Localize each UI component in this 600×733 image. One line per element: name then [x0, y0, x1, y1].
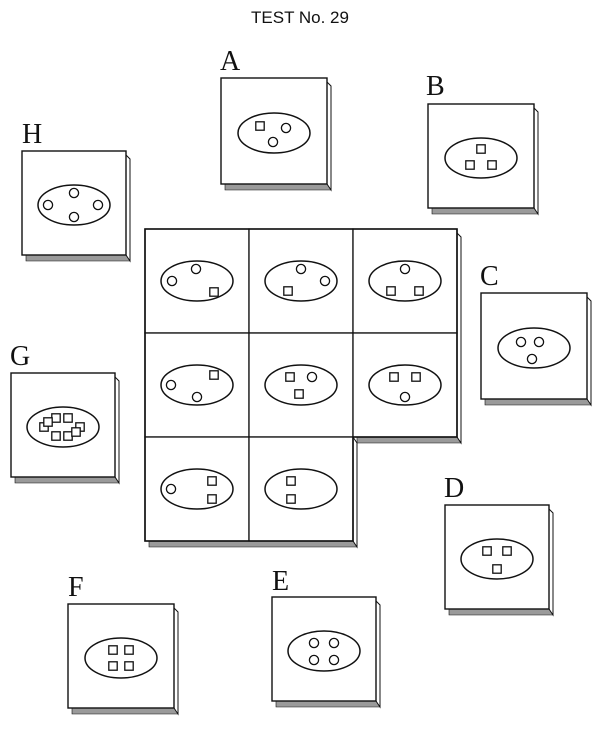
option-tile-b-square-marker — [465, 160, 475, 170]
option-tile-c-circle-marker — [526, 353, 538, 365]
matrix-cell — [144, 228, 250, 334]
option-tile-g-square-marker — [43, 417, 53, 427]
option-tile-g-square-marker — [63, 431, 73, 441]
matrix-cell-square-marker — [207, 476, 217, 486]
option-tile-a-square-marker — [255, 121, 265, 131]
option-tile-h-circle-marker — [68, 211, 80, 223]
option-tile-h[interactable] — [21, 150, 131, 263]
option-tile-h-circle-marker — [68, 187, 80, 199]
matrix-cell — [352, 332, 458, 438]
matrix-cell-circle-marker — [319, 275, 331, 287]
option-tile-e-circle-marker — [328, 637, 340, 649]
option-tile-g-ellipse — [26, 406, 100, 448]
matrix-cell-circle-marker — [165, 483, 177, 495]
matrix-cell-circle-marker — [295, 263, 307, 275]
option-tile-g-square-marker — [51, 413, 61, 423]
option-tile-c-circle-marker — [515, 336, 527, 348]
option-tile-b[interactable] — [427, 103, 539, 216]
option-tile-f-square-marker — [108, 645, 118, 655]
option-tile-c-circle-marker — [533, 336, 545, 348]
matrix-cell-square-marker — [294, 389, 304, 399]
option-tile-e-circle-marker — [308, 654, 320, 666]
matrix-cell — [144, 436, 250, 542]
test-title: TEST No. 29 — [251, 8, 349, 27]
matrix-cell — [248, 228, 354, 334]
option-tile-c[interactable] — [480, 292, 592, 407]
matrix-cell — [352, 228, 458, 334]
option-tile-g-square-marker — [71, 427, 81, 437]
option-tile-a[interactable] — [220, 77, 332, 192]
matrix-cell-circle-marker — [399, 263, 411, 275]
option-tile-c-ellipse — [497, 327, 571, 369]
option-tile-g-square-marker — [63, 413, 73, 423]
option-label-f: F — [68, 572, 84, 603]
option-tile-g[interactable] — [10, 372, 120, 485]
matrix-cell-square-marker — [285, 372, 295, 382]
matrix-cell-ellipse — [264, 260, 338, 302]
puzzle-matrix — [144, 228, 462, 549]
option-tile-f-square-marker — [124, 661, 134, 671]
option-tile-f-square-marker — [124, 645, 134, 655]
option-tile-e-circle-marker — [328, 654, 340, 666]
option-tile-e-circle-marker — [308, 637, 320, 649]
matrix-cell-circle-marker — [165, 379, 177, 391]
matrix-cell-square-marker — [207, 494, 217, 504]
option-tile-e-ellipse — [287, 630, 361, 672]
matrix-cell-square-marker — [283, 286, 293, 296]
option-label-e: E — [272, 566, 289, 597]
matrix-cell — [248, 332, 354, 438]
matrix-cell-square-marker — [286, 494, 296, 504]
option-label-d: D — [444, 473, 464, 504]
matrix-cell-square-marker — [209, 370, 219, 380]
matrix-cell-ellipse — [264, 364, 338, 406]
option-tile-b-square-marker — [476, 144, 486, 154]
matrix-cell-ellipse — [368, 364, 442, 406]
option-label-a: A — [220, 46, 241, 77]
matrix-cell-square-marker — [209, 287, 219, 297]
option-tile-f[interactable] — [67, 603, 179, 716]
matrix-cell-circle-marker — [166, 275, 178, 287]
matrix-cell — [144, 332, 250, 438]
option-tile-b-square-marker — [487, 160, 497, 170]
option-tile-d-square-marker — [482, 546, 492, 556]
option-tile-f-ellipse — [84, 637, 158, 679]
option-label-c: C — [480, 261, 499, 292]
matrix-cell-square-marker — [414, 286, 424, 296]
matrix-cell-square-marker — [286, 476, 296, 486]
option-tile-h-ellipse — [37, 184, 111, 226]
option-label-g: G — [10, 341, 30, 372]
option-tile-d[interactable] — [444, 504, 554, 617]
option-tile-g-square-marker — [51, 431, 61, 441]
option-tile-d-square-marker — [502, 546, 512, 556]
option-tile-d-square-marker — [492, 564, 502, 574]
option-tile-h-circle-marker — [42, 199, 54, 211]
option-label-h: H — [22, 119, 42, 150]
matrix-cell-circle-marker — [399, 391, 411, 403]
matrix-cell-circle-marker — [191, 391, 203, 403]
matrix-cell-circle-marker — [190, 263, 202, 275]
option-tile-a-circle-marker — [280, 122, 292, 134]
option-tile-f-square-marker — [108, 661, 118, 671]
option-tile-d-ellipse — [460, 538, 534, 580]
matrix-cell-square-marker — [411, 372, 421, 382]
option-tile-h-circle-marker — [92, 199, 104, 211]
matrix-cell-ellipse — [264, 468, 338, 510]
option-label-b: B — [426, 71, 445, 102]
matrix-cell-square-marker — [389, 372, 399, 382]
option-tile-b-ellipse — [444, 137, 518, 179]
option-tile-a-circle-marker — [267, 136, 279, 148]
matrix-cell-square-marker — [386, 286, 396, 296]
option-tile-e[interactable] — [271, 596, 381, 709]
matrix-cell-circle-marker — [306, 371, 318, 383]
matrix-cell — [248, 436, 354, 542]
